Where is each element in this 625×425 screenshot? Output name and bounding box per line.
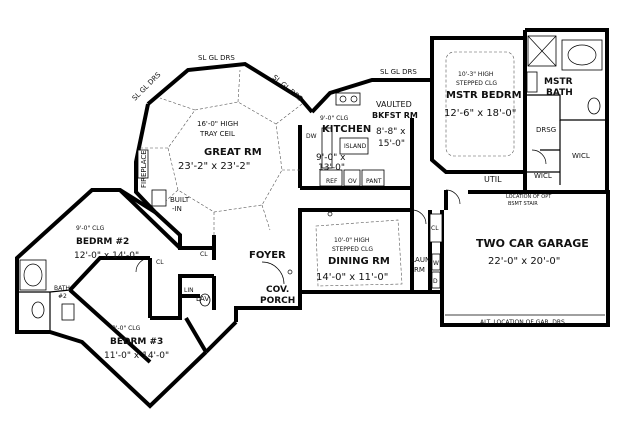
kitchen-ceiling: 9'-0" CLG	[320, 115, 349, 122]
master-bath-name-2: BATH	[546, 88, 573, 98]
fireplace-hearth	[137, 149, 149, 179]
master-bedroom-name: MSTR BEDRM	[446, 90, 522, 101]
opt-stair-label-1: LOCATION OF OPT	[506, 194, 552, 200]
opt-stair-label-2: BSMT STAIR	[508, 201, 538, 207]
washer-label: W	[433, 260, 439, 267]
washer	[431, 253, 441, 271]
bedroom3-ceiling: 9'-0" CLG	[112, 325, 141, 332]
sl-gl-drs-label-4: SL GL DRS	[380, 68, 417, 76]
master-bath-name-1: MSTR	[544, 77, 573, 87]
pant-label: PANT	[366, 178, 382, 185]
dining-name: DINING RM	[328, 256, 390, 267]
bedroom3-dimensions: 11'-0" x 14'-0"	[104, 351, 169, 361]
built-in-label-1: BUILT	[170, 196, 190, 204]
laundry-closet	[429, 213, 443, 243]
foyer-name: FOYER	[249, 250, 286, 261]
ref-label: REF	[326, 178, 338, 185]
master-bedroom-dimensions: 12'-6" x 18'-0"	[444, 108, 516, 119]
master-stepped-ceiling	[445, 51, 515, 157]
bath2-label-1: BATH	[54, 285, 70, 292]
dryer-label: D	[433, 278, 438, 285]
wicl-label-2: WICL	[534, 172, 552, 180]
kitchen-dimensions-1: 9'-0" x	[316, 153, 346, 163]
bkfst-name: BKFST RM	[372, 111, 418, 120]
interior-walls	[17, 38, 607, 364]
dining-ceiling-2: STEPPED CLG	[332, 246, 373, 253]
garage-name: TWO CAR GARAGE	[476, 237, 589, 250]
sl-gl-drs-label-2: SL GL DRS	[198, 54, 235, 62]
master-ceiling-2: STEPPED CLG	[456, 80, 497, 87]
bedroom2-ceiling: 9'-0" CLG	[76, 225, 105, 232]
bedroom3-name: BEDRM #3	[110, 337, 163, 347]
garage-alt-doors-note: ALT. LOCATION OF GAR. DRS.	[480, 319, 567, 326]
great-room-tray-ceiling	[140, 69, 303, 236]
master-ceiling-1: 10'-3" HIGH	[458, 71, 493, 78]
kitchen-fixtures	[319, 92, 385, 187]
great-room-name: GREAT RM	[204, 147, 262, 158]
great-room-dimensions: 23'-2" x 23'-2"	[178, 161, 250, 172]
room-labels: SL GL DRS SL GL DRS SL GL DRS SL GL DRS …	[54, 54, 590, 361]
dining-stepped-ceiling	[315, 219, 403, 287]
closet-label-2: CL	[156, 259, 164, 266]
bkfst-vaulted: VAULTED	[376, 100, 412, 109]
dressing-label: DRSG	[536, 126, 556, 134]
great-room-ceiling-2: TRAY CEIL	[199, 130, 235, 138]
kitchen-dimensions-2: 13'-0"	[318, 163, 345, 173]
bath2-fixtures	[19, 259, 211, 321]
built-in-label-2: -IN	[172, 205, 182, 213]
island-label: ISLAND	[344, 143, 367, 150]
bath2-label-2: #2	[58, 293, 67, 300]
ov-label: OV	[348, 178, 358, 185]
bedroom2-name: BEDRM #2	[76, 237, 129, 247]
dining-ceiling-1: 10'-0" HIGH	[334, 237, 369, 244]
dw-label: DW	[306, 133, 317, 140]
util-label: UTIL	[484, 175, 502, 184]
linen-label: LIN	[184, 287, 194, 294]
fireplace-label: FIREPLACE	[140, 150, 148, 188]
cov-porch-name-1: COV.	[266, 285, 289, 295]
garage-dimensions: 22'-0" x 20'-0"	[488, 256, 560, 267]
kitchen-name: KITCHEN	[322, 124, 371, 135]
bkfst-dimensions-2: 15'-0"	[378, 139, 405, 149]
great-room-ceiling-1: 16'-0" HIGH	[197, 120, 238, 128]
laundry-label-2: RM	[414, 266, 425, 274]
built-in-cabinet	[151, 189, 167, 207]
cov-porch-name-2: PORCH	[260, 296, 295, 306]
bkfst-dimensions-1: 8'-8" x	[376, 127, 406, 137]
closet-label-3: CL	[431, 225, 439, 232]
exterior-walls	[15, 28, 610, 409]
master-bath-fixtures	[526, 35, 603, 115]
laundry-label-1: LAUN	[411, 256, 430, 264]
closet-label-1: CL	[200, 251, 208, 258]
dining-dimensions: 14'-0" x 11'-0"	[316, 272, 388, 283]
sl-gl-drs-label-3: SL GL DRS	[271, 73, 305, 103]
lav-label: LAV	[196, 295, 209, 303]
wicl-label-1: WICL	[572, 152, 590, 160]
bedroom2-dimensions: 12'-0" x 14'-0"	[74, 251, 139, 261]
dryer	[431, 271, 441, 289]
